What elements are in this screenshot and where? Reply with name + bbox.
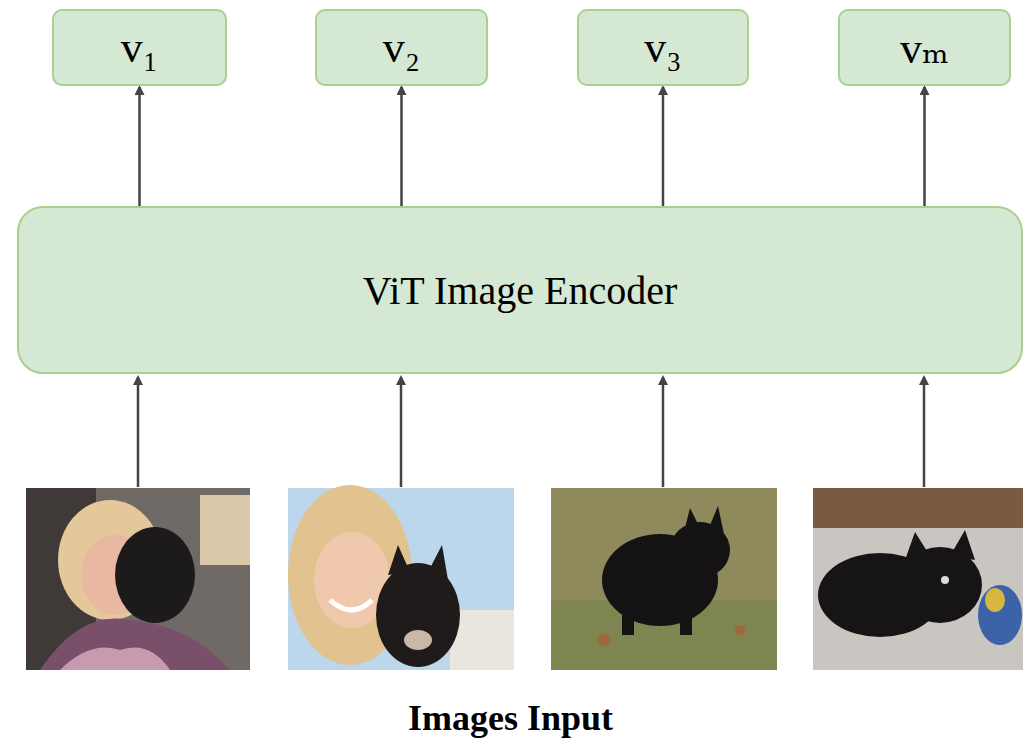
arrow-connector: [923, 87, 926, 206]
encoder-box: ViT Image Encoder: [17, 206, 1023, 374]
arrow-connector: [662, 87, 665, 206]
node-text: vₘ: [900, 22, 949, 74]
feature-box: v₃: [577, 9, 749, 86]
feature-box: v₂: [315, 9, 488, 86]
arrow-connector: [138, 87, 141, 206]
node-text: ViT Image Encoder: [363, 267, 678, 314]
node-text: v₂: [383, 22, 420, 73]
node-text: v₁: [121, 22, 158, 73]
photo-puppy-grass: [551, 488, 777, 670]
photo-woman-cat: [26, 488, 250, 670]
input-arrows: [138, 377, 924, 487]
caption-label: Images Input: [408, 697, 613, 739]
feature-box: vₘ: [838, 9, 1011, 86]
node-text: v₃: [644, 22, 681, 73]
photo-woman-dog: [288, 485, 514, 670]
photo-dog-toy: [813, 488, 1023, 670]
arrow-connector: [400, 87, 403, 206]
feature-box: v₁: [52, 9, 227, 86]
